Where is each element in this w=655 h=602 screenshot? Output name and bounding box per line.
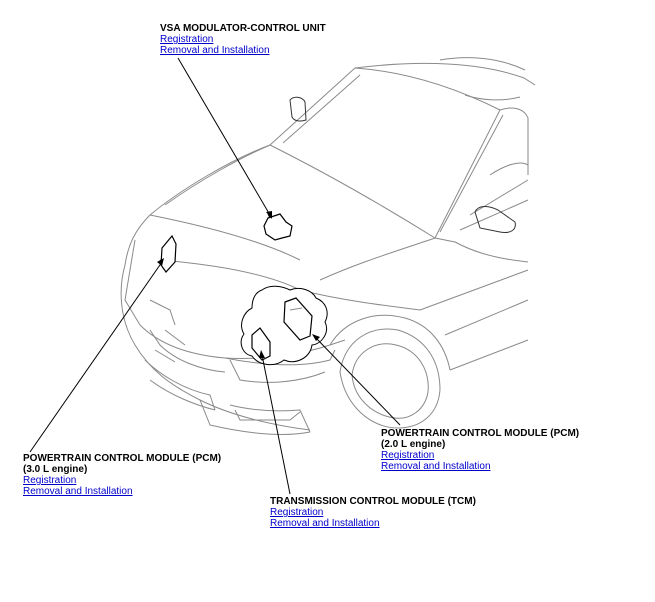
tcm-title: TRANSMISSION CONTROL MODULE (TCM) <box>270 496 476 507</box>
pcm-3-0-module <box>160 234 177 273</box>
pcm-2-0-registration-link[interactable]: Registration <box>381 450 435 461</box>
vsa-callout: VSA MODULATOR-CONTROL UNIT Registration … <box>160 23 326 56</box>
leader-lines <box>29 57 401 495</box>
engine-compartment <box>240 285 328 366</box>
vsa-registration-link[interactable]: Registration <box>160 34 214 45</box>
pcm-2-0-module <box>283 297 313 341</box>
pcm-3-0-registration-link[interactable]: Registration <box>23 475 77 486</box>
pcm-3-0-title: POWERTRAIN CONTROL MODULE (PCM) <box>23 453 222 464</box>
tcm-callout: TRANSMISSION CONTROL MODULE (TCM) Regist… <box>270 496 476 529</box>
pcm-2-0-subtitle: (2.0 L engine) <box>381 439 446 450</box>
car-body-outline <box>120 57 536 435</box>
pcm-2-0-removal-link[interactable]: Removal and Installation <box>381 461 491 472</box>
vsa-modulator-unit <box>263 213 293 241</box>
tcm-registration-link[interactable]: Registration <box>270 507 324 518</box>
pcm-3-0-subtitle: (3.0 L engine) <box>23 464 88 475</box>
pcm-3-0-callout: POWERTRAIN CONTROL MODULE (PCM) (3.0 L e… <box>23 453 221 497</box>
pcm-2-0-title: POWERTRAIN CONTROL MODULE (PCM) <box>381 428 580 439</box>
pcm-3-0-removal-link[interactable]: Removal and Installation <box>23 486 133 497</box>
tcm-module <box>251 327 271 361</box>
vsa-removal-link[interactable]: Removal and Installation <box>160 45 270 56</box>
vsa-title: VSA MODULATOR-CONTROL UNIT <box>160 23 326 34</box>
tcm-removal-link[interactable]: Removal and Installation <box>270 518 380 529</box>
pcm-2-0-callout: POWERTRAIN CONTROL MODULE (PCM) (2.0 L e… <box>381 428 579 472</box>
